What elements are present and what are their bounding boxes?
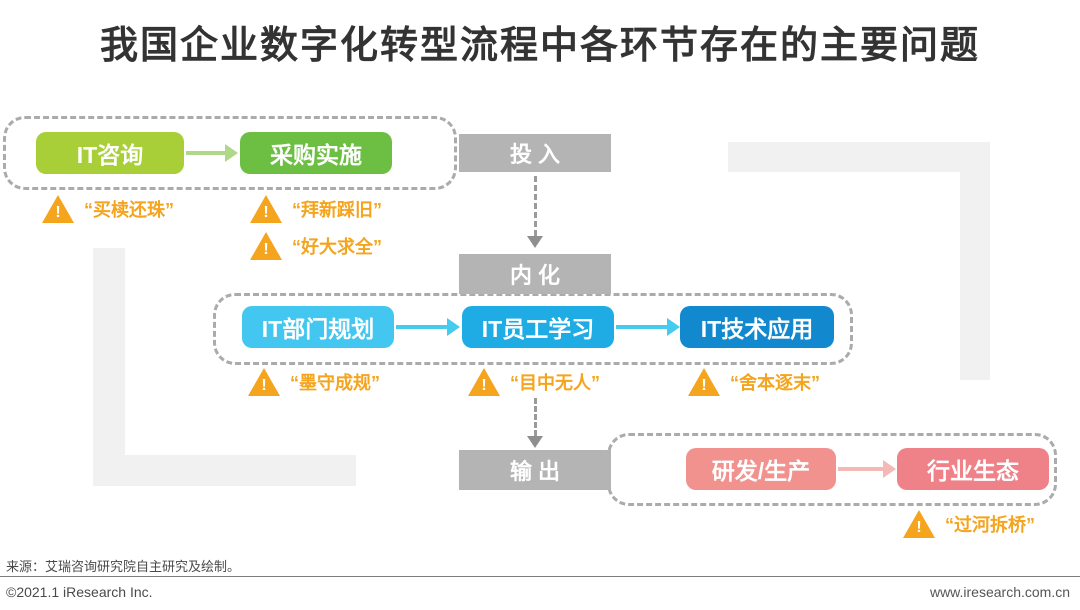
- warning-icon: [42, 195, 74, 223]
- node-rd-production: 研发/生产: [686, 448, 836, 490]
- decor-l-shape-right-horizontal: [728, 142, 990, 172]
- stage-internalization: 内化: [459, 254, 611, 294]
- arrow-line: [533, 176, 537, 236]
- arrow-head: [527, 236, 543, 248]
- warning-icon: [250, 195, 282, 223]
- warning-label: “舍本逐末”: [730, 373, 820, 393]
- arrow-consulting-to-procurement-icon: [186, 144, 238, 162]
- decor-l-shape-left-horizontal: [93, 455, 356, 486]
- warning-label: “墨守成规”: [290, 373, 380, 393]
- arrow-head: [667, 318, 680, 336]
- warning-icon: [248, 368, 280, 396]
- website-url: www.iresearch.com.cn: [929, 584, 1070, 600]
- warning-label: “目中无人”: [510, 373, 600, 393]
- node-it-tech-application: IT技术应用: [680, 306, 834, 348]
- decor-l-shape-right-vertical: [960, 142, 990, 380]
- node-procurement: 采购实施: [240, 132, 392, 174]
- warning-icon: [250, 232, 282, 260]
- internalization-phase-group: [213, 293, 853, 365]
- arrow-production-to-ecosystem-icon: [838, 460, 896, 478]
- arrow-input-to-internalize-icon: [527, 176, 543, 248]
- arrow-learning-to-application-icon: [616, 318, 680, 336]
- warning-label: “买椟还珠”: [84, 200, 174, 220]
- arrow-line: [616, 325, 667, 329]
- warning-item: “好大求全”: [250, 232, 382, 260]
- node-it-consulting: IT咨询: [36, 132, 184, 174]
- arrow-head: [447, 318, 460, 336]
- stage-output: 输出: [459, 450, 611, 490]
- warning-icon: [468, 368, 500, 396]
- warning-item: “过河拆桥”: [903, 510, 1035, 538]
- warning-item: “墨守成规”: [248, 368, 380, 396]
- warning-item: “目中无人”: [468, 368, 600, 396]
- arrow-line: [533, 398, 537, 436]
- arrow-head: [225, 144, 238, 162]
- page-title: 我国企业数字化转型流程中各环节存在的主要问题: [99, 25, 980, 67]
- arrow-line: [396, 325, 447, 329]
- arrow-internalize-to-output-icon: [527, 398, 543, 448]
- source-note: 来源：艾瑞咨询研究院自主研究及绘制。: [6, 559, 241, 574]
- arrow-line: [838, 467, 883, 471]
- warning-icon: [903, 510, 935, 538]
- node-it-dept-planning: IT部门规划: [242, 306, 394, 348]
- consult-phase-group: [3, 116, 457, 190]
- warning-item: “买椟还珠”: [42, 195, 174, 223]
- warning-label: “拜新踩旧”: [292, 200, 382, 220]
- node-industry-ecosystem: 行业生态: [897, 448, 1049, 490]
- decor-l-shape-left-vertical: [93, 248, 125, 486]
- warning-label: “过河拆桥”: [945, 515, 1035, 535]
- warning-label: “好大求全”: [292, 237, 382, 257]
- warning-item: “拜新踩旧”: [250, 195, 382, 223]
- warning-item: “舍本逐末”: [688, 368, 820, 396]
- node-it-staff-learning: IT员工学习: [462, 306, 614, 348]
- stage-input: 投入: [459, 134, 611, 172]
- arrow-line: [186, 151, 225, 155]
- arrow-planning-to-learning-icon: [396, 318, 460, 336]
- copyright: ©2021.1 iResearch Inc.: [6, 584, 153, 600]
- warning-icon: [688, 368, 720, 396]
- arrow-head: [527, 436, 543, 448]
- footer-divider: [0, 576, 1080, 577]
- arrow-head: [883, 460, 896, 478]
